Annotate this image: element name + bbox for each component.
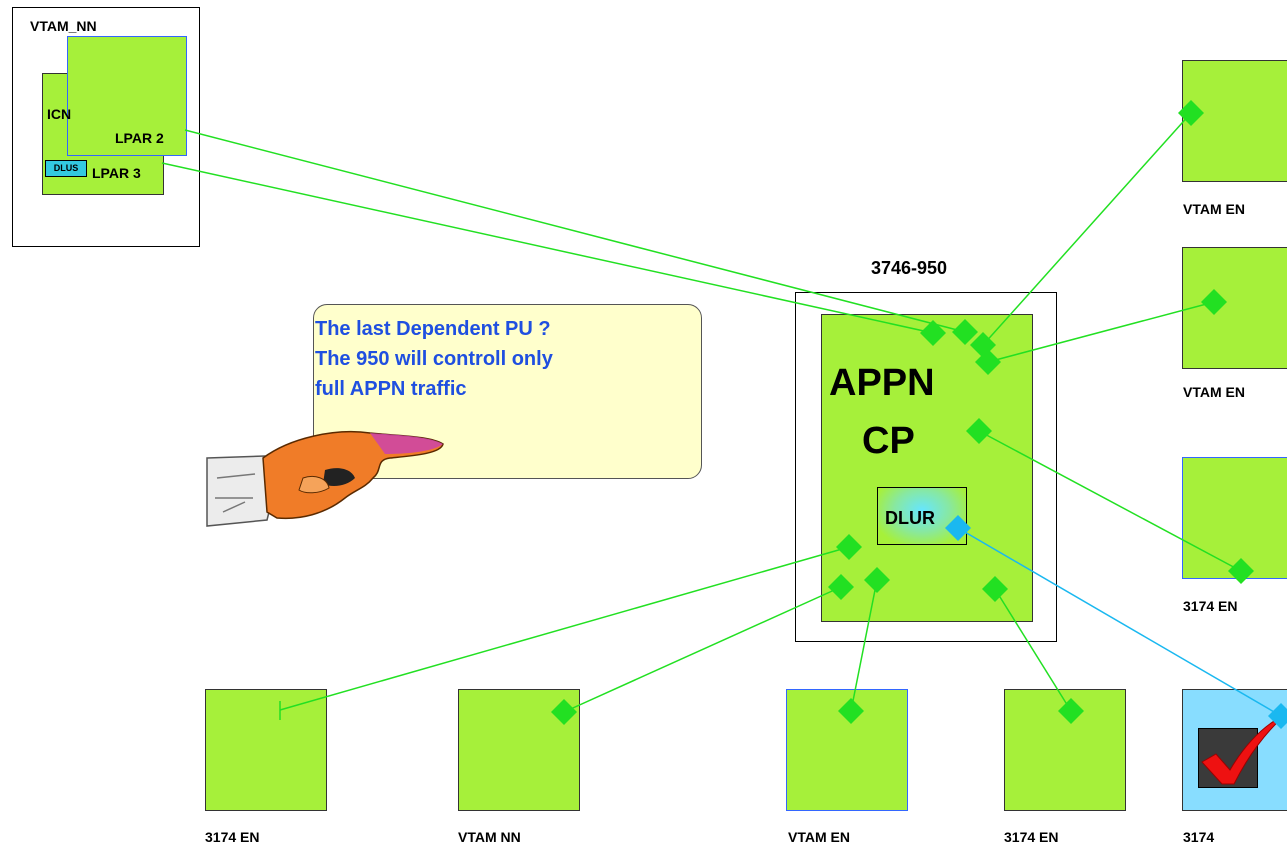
appn-cp-line1: APPN [829, 362, 935, 404]
bottom-node-label-5: 3174 [1183, 829, 1215, 845]
port-diamond [838, 698, 864, 724]
port-diamond [966, 418, 992, 444]
link-lpar3 [161, 162, 934, 334]
appn-cp-line2: CP [862, 420, 915, 462]
link-right-2 [987, 301, 1215, 363]
dlur-port-diamond [945, 515, 971, 541]
icn-label: ICN [47, 106, 72, 122]
port-diamond [1201, 289, 1227, 315]
callout-line-2: The 950 will controll only [315, 348, 553, 370]
callout-line-3: full APPN traffic [315, 378, 467, 400]
right-node-label-1: VTAM EN [1183, 201, 1245, 217]
link-bottom-1 [279, 546, 850, 711]
callout-text: The last Dependent PU ? The 950 will con… [315, 314, 553, 404]
dlur-box [877, 487, 967, 545]
right-node-label-3: 3174 EN [1183, 598, 1238, 614]
bottom-node-3174-en-1[interactable] [205, 689, 327, 811]
bottom-node-label-2: VTAM NN [458, 829, 521, 845]
router-title: 3746-950 [871, 258, 948, 278]
link-right-3 [978, 430, 1242, 572]
link-dlur-dependent [957, 527, 1282, 717]
port-diamond [952, 319, 978, 345]
port-diamond [975, 349, 1001, 375]
port-diamond [920, 320, 946, 346]
port-diamond [1228, 558, 1254, 584]
dependent-port-diamond [1268, 703, 1287, 729]
port-diamond [828, 574, 854, 600]
callout-line-1: The last Dependent PU ? [315, 318, 551, 340]
link-bottom-3 [850, 579, 878, 712]
bottom-node-label-4: 3174 EN [1004, 829, 1059, 845]
right-node-3174-en[interactable] [1182, 457, 1287, 579]
bottom-node-label-3: VTAM EN [788, 829, 850, 845]
lpar3-label: LPAR 3 [92, 165, 141, 181]
right-node-label-2: VTAM EN [1183, 384, 1245, 400]
link-right-1 [982, 112, 1192, 346]
lpar2-label: LPAR 2 [115, 130, 164, 146]
right-node-vtam-en-2[interactable] [1182, 247, 1287, 369]
port-diamond [551, 699, 577, 725]
link-lpar2 [184, 129, 966, 333]
dlus-label: DLUS [53, 163, 79, 173]
appn-cp-box [821, 314, 1033, 622]
dlus-box: DLUS [45, 160, 87, 177]
pointing-hand-icon [206, 430, 444, 527]
dlur-label: DLUR [885, 508, 935, 528]
link-bottom-4 [994, 588, 1072, 712]
right-node-vtam-en-1[interactable] [1182, 60, 1287, 182]
port-diamond [982, 576, 1008, 602]
port-diamond [1058, 698, 1084, 724]
bottom-node-label-1: 3174 EN [205, 829, 260, 845]
link-bottom-2 [563, 586, 842, 713]
lpar2-box [67, 36, 187, 156]
vtam-nn-host-title: VTAM_NN [30, 18, 97, 34]
port-diamond [864, 567, 890, 593]
port-diamond [836, 534, 862, 560]
port-diamond [1178, 100, 1204, 126]
